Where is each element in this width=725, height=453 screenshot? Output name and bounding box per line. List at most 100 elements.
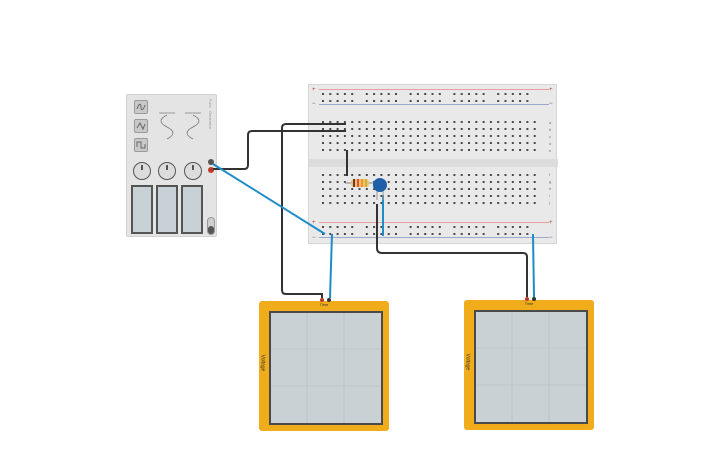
breadboard-hole[interactable] [373,226,376,228]
breadboard-hole[interactable] [504,188,507,190]
breadboard-hole[interactable] [533,128,536,130]
breadboard-hole[interactable] [438,181,441,183]
breadboard-hole[interactable] [519,142,522,144]
breadboard-hole[interactable] [453,93,456,95]
breadboard-hole[interactable] [526,100,529,102]
breadboard-hole[interactable] [533,174,536,176]
breadboard-hole[interactable] [482,93,485,95]
breadboard-hole[interactable] [424,202,427,204]
breadboard-hole[interactable] [519,135,522,137]
breadboard-hole[interactable] [511,195,514,197]
breadboard-hole[interactable] [460,135,463,137]
breadboard-hole[interactable] [519,181,522,183]
breadboard-hole[interactable] [438,135,441,137]
breadboard-hole[interactable] [453,226,456,228]
breadboard-hole[interactable] [409,195,412,197]
breadboard-hole[interactable] [395,233,397,235]
breadboard-hole[interactable] [343,233,346,235]
breadboard-hole[interactable] [438,142,441,144]
breadboard-hole[interactable] [387,149,390,151]
breadboard-hole[interactable] [468,149,470,151]
breadboard-hole[interactable] [475,93,478,95]
breadboard-hole[interactable] [489,121,492,123]
breadboard-hole[interactable] [497,188,500,190]
breadboard-hole[interactable] [343,149,346,151]
breadboard-hole[interactable] [424,195,427,197]
breadboard-hole[interactable] [387,93,390,95]
breadboard-hole[interactable] [438,233,441,235]
breadboard-hole[interactable] [482,121,485,123]
breadboard-hole[interactable] [504,121,507,123]
breadboard-hole[interactable] [395,142,397,144]
breadboard-hole[interactable] [511,233,514,235]
breadboard-hole[interactable] [416,181,419,183]
breadboard-hole[interactable] [395,135,397,137]
breadboard-hole[interactable] [511,93,514,95]
breadboard-hole[interactable] [343,195,346,197]
breadboard-hole[interactable] [460,93,463,95]
breadboard-hole[interactable] [511,181,514,183]
breadboard-hole[interactable] [497,149,500,151]
breadboard-hole[interactable] [438,188,441,190]
breadboard-hole[interactable] [489,149,492,151]
breadboard-hole[interactable] [504,174,507,176]
breadboard-hole[interactable] [533,135,536,137]
breadboard-hole[interactable] [431,128,434,130]
breadboard-hole[interactable] [446,195,449,197]
breadboard-hole[interactable] [329,226,332,228]
breadboard-hole[interactable] [409,226,412,228]
breadboard-hole[interactable] [416,93,419,95]
breadboard-hole[interactable] [351,142,354,144]
breadboard-hole[interactable] [497,93,500,95]
breadboard-hole[interactable] [373,233,376,235]
breadboard-hole[interactable] [322,121,324,123]
ground-wire-generator[interactable] [213,130,346,170]
breadboard-hole[interactable] [402,128,405,130]
frequency-knob[interactable] [133,162,151,180]
breadboard-hole[interactable] [416,174,419,176]
breadboard-hole[interactable] [519,100,522,102]
negative-terminal[interactable] [208,159,214,165]
breadboard-hole[interactable] [511,100,514,102]
breadboard-hole[interactable] [365,93,368,95]
breadboard-hole[interactable] [497,142,500,144]
breadboard-hole[interactable] [431,202,434,204]
breadboard-hole[interactable] [519,149,522,151]
breadboard-hole[interactable] [322,226,324,228]
breadboard-hole[interactable] [519,195,522,197]
breadboard-hole[interactable] [358,188,361,190]
breadboard-hole[interactable] [373,195,376,197]
breadboard-hole[interactable] [380,202,383,204]
breadboard-hole[interactable] [424,142,427,144]
breadboard-hole[interactable] [387,100,390,102]
breadboard-hole[interactable] [468,195,470,197]
breadboard-hole[interactable] [526,174,529,176]
breadboard-hole[interactable] [351,202,354,204]
breadboard-hole[interactable] [395,128,397,130]
breadboard-hole[interactable] [329,142,332,144]
breadboard-hole[interactable] [336,135,339,137]
breadboard-hole[interactable] [453,100,456,102]
breadboard-hole[interactable] [497,181,500,183]
breadboard-hole[interactable] [416,226,419,228]
breadboard-hole[interactable] [453,195,456,197]
breadboard-hole[interactable] [526,135,529,137]
breadboard-hole[interactable] [482,149,485,151]
signal-wire-scope-2[interactable] [532,233,535,298]
breadboard-hole[interactable] [526,188,529,190]
breadboard-hole[interactable] [351,93,354,95]
breadboard-hole[interactable] [438,93,441,95]
breadboard-hole[interactable] [489,174,492,176]
breadboard-hole[interactable] [468,93,470,95]
breadboard-hole[interactable] [351,121,354,123]
breadboard-hole[interactable] [475,149,478,151]
breadboard-hole[interactable] [460,226,463,228]
breadboard-hole[interactable] [446,121,449,123]
breadboard-hole[interactable] [431,142,434,144]
breadboard-hole[interactable] [533,195,536,197]
breadboard-hole[interactable] [511,135,514,137]
oscilloscope-2[interactable]: Time Voltage [464,297,594,430]
breadboard-hole[interactable] [365,121,368,123]
breadboard-hole[interactable] [380,149,383,151]
breadboard-hole[interactable] [336,128,339,130]
